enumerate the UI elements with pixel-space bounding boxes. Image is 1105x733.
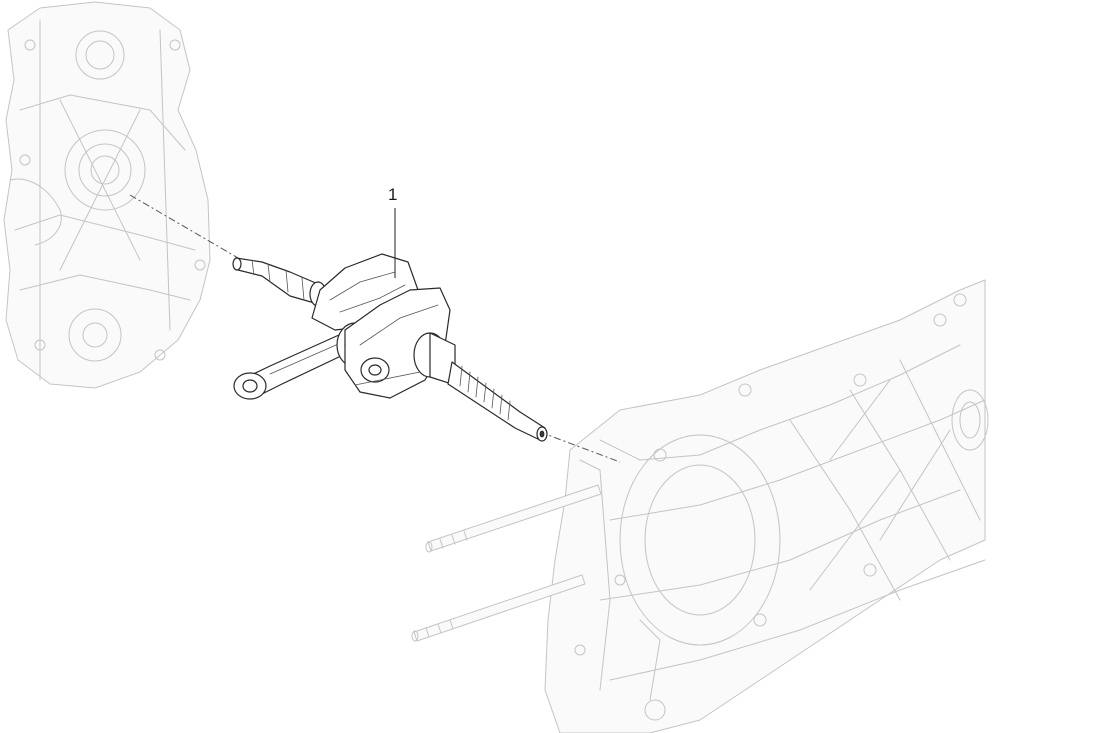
crankcase-right-half-icon <box>544 279 989 733</box>
alignment-line-right <box>539 431 621 463</box>
alignment-line-left <box>129 194 246 263</box>
callout-label-1: 1 <box>388 185 397 204</box>
crankshaft-assembly-icon <box>232 253 548 442</box>
stud-bolt-icon <box>411 484 602 642</box>
crankcase-left-half-icon <box>3 1 211 389</box>
